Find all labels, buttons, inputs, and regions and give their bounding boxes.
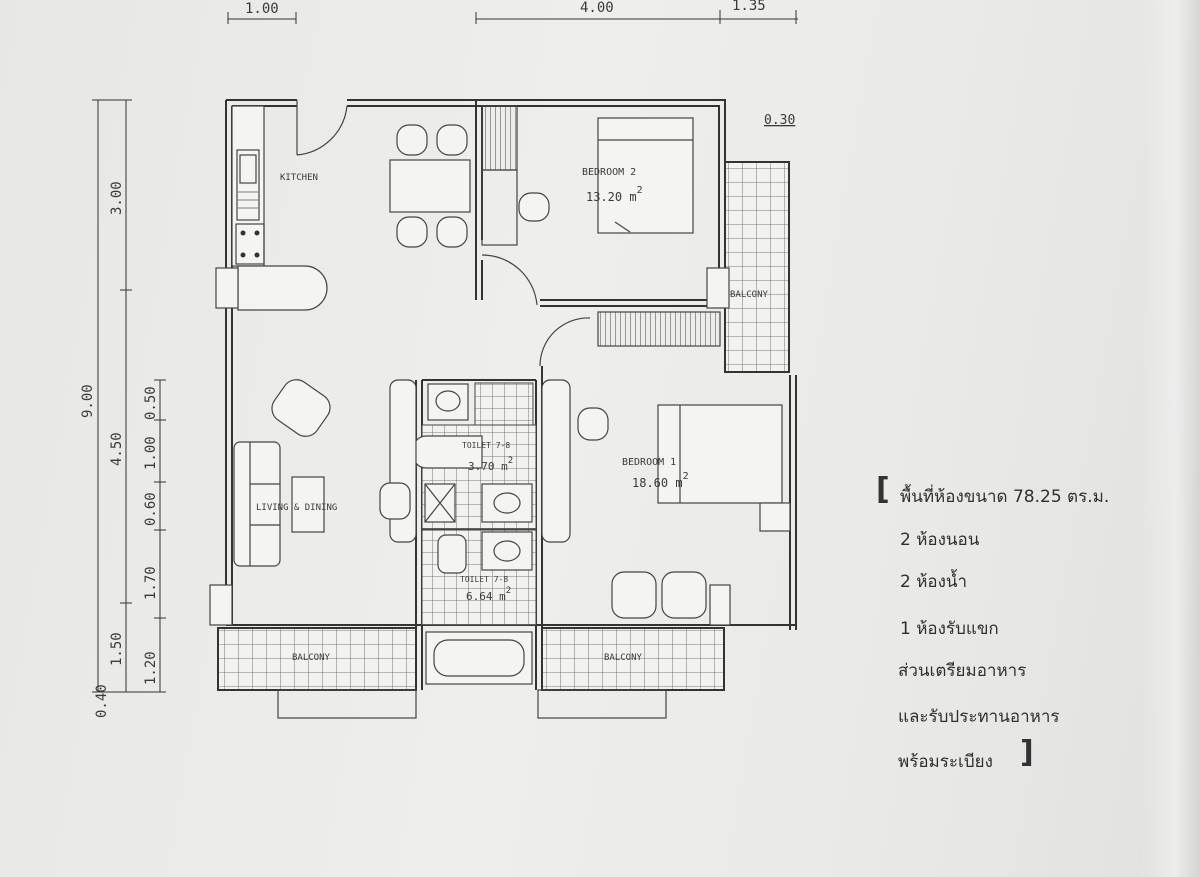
- toilet1-label: TOILET 7-8: [462, 441, 510, 450]
- living-chair: [379, 482, 411, 520]
- kitchen-island: [237, 265, 328, 311]
- dim-top-3: 1.35: [732, 0, 766, 14]
- dim-top-2: 4.00: [580, 0, 614, 16]
- toilet2-sink: [481, 531, 533, 571]
- top-dimension-line: [227, 10, 798, 24]
- right-balcony: BALCONY: [706, 161, 790, 373]
- bedroom2-area-line: 13.20 m2: [586, 185, 643, 204]
- bedroom1-armchairs: [611, 571, 707, 619]
- armchair: [271, 379, 331, 437]
- legend-line-balcony: พร้อมระเบียง: [898, 752, 993, 772]
- stove-icon: [235, 223, 265, 265]
- bathtub: [425, 631, 533, 685]
- dim-left-inner-2: 1.00: [143, 436, 159, 470]
- dim-top-1: 1.00: [245, 1, 279, 17]
- toilet2-area-sup: 2: [506, 586, 511, 596]
- legend-close-bracket: ]: [1020, 735, 1034, 770]
- living-wall-column: [209, 584, 233, 626]
- dim-left-mid-1: 3.00: [109, 181, 125, 215]
- dim-left-inner-4: 1.70: [143, 566, 159, 600]
- bedroom2-area-sup: 2: [637, 185, 643, 196]
- toilet2-area-line: 6.64 m2: [466, 586, 511, 603]
- legend-line-dining: และรับประทานอาหาร: [898, 707, 1060, 727]
- dim-left-mid-3: 1.50: [109, 632, 125, 666]
- left-balcony: BALCONY: [217, 627, 417, 719]
- right-balcony-label: BALCONY: [730, 290, 769, 300]
- toilet1-area-sup: 2: [508, 456, 513, 466]
- bedroom2-door-swing: [481, 254, 538, 306]
- bedroom1-bed: [657, 404, 791, 532]
- legend-line-kitchen: ส่วนเตรียมอาหาร: [898, 661, 1027, 681]
- kitchen-label: KITCHEN: [280, 173, 318, 183]
- bedroom1-chair: [577, 407, 609, 441]
- bedroom2-desk-chair: [518, 192, 550, 222]
- middle-balcony: BALCONY: [537, 627, 725, 719]
- bedroom1-wardrobe: [597, 311, 721, 347]
- bedroom1-side-counter: [541, 379, 571, 543]
- left-balcony-label: BALCONY: [292, 653, 331, 663]
- bedroom1-area: 18.60 m: [632, 476, 683, 490]
- dim-left-inner-5: 1.20: [143, 651, 159, 685]
- dim-left-bottom: 0.40: [94, 684, 110, 718]
- toilet-sink-2: [481, 483, 533, 523]
- bedroom2-bed: [597, 117, 694, 234]
- legend-open-bracket: [: [876, 472, 890, 507]
- dining-table: [389, 124, 471, 248]
- legend-line-living: 1 ห้องรับแขก: [900, 619, 999, 639]
- left-dimension-lines: [92, 99, 166, 693]
- living-label: LIVING & DINING: [256, 503, 337, 513]
- middle-balcony-label: BALCONY: [604, 653, 643, 663]
- toilet2-area: 6.64 m: [466, 590, 506, 603]
- bedroom2-area: 13.20 m: [586, 190, 637, 204]
- coffee-table: [291, 476, 325, 533]
- legend-line-area: พื้นที่ห้องขนาด 78.25 ตร.ม.: [900, 487, 1110, 507]
- dim-left-mid-2: 4.50: [109, 432, 125, 466]
- bedroom1-door-swing: [539, 317, 591, 367]
- dim-right: 0.30: [764, 113, 795, 128]
- shower-cross-icon: [424, 483, 456, 523]
- bedroom2-label: BEDROOM 2: [582, 167, 636, 178]
- dim-left-total: 9.00: [80, 384, 96, 418]
- bedroom1-label: BEDROOM 1: [622, 457, 676, 468]
- sofa: [233, 441, 281, 567]
- toilet2-wc: [437, 534, 467, 574]
- toilet2-label: TOILET 7-8: [460, 575, 508, 584]
- bedroom1-area-sup: 2: [683, 471, 689, 482]
- toilet1-area-line: 3.70 m2: [468, 456, 513, 473]
- dim-left-inner-3: 0.60: [143, 492, 159, 526]
- legend-line-bedrooms: 2 ห้องนอน: [900, 530, 980, 550]
- bedroom1-area-line: 18.60 m2: [632, 471, 689, 490]
- toilet1-sink: [427, 383, 469, 421]
- legend-line-bathrooms: 2 ห้องน้ำ: [900, 572, 968, 592]
- dim-left-inner-1: 0.50: [143, 386, 159, 420]
- toilet1-area: 3.70 m: [468, 460, 508, 473]
- paper-fold-shadow: [1140, 0, 1200, 877]
- kitchen-door-swing: [296, 100, 348, 156]
